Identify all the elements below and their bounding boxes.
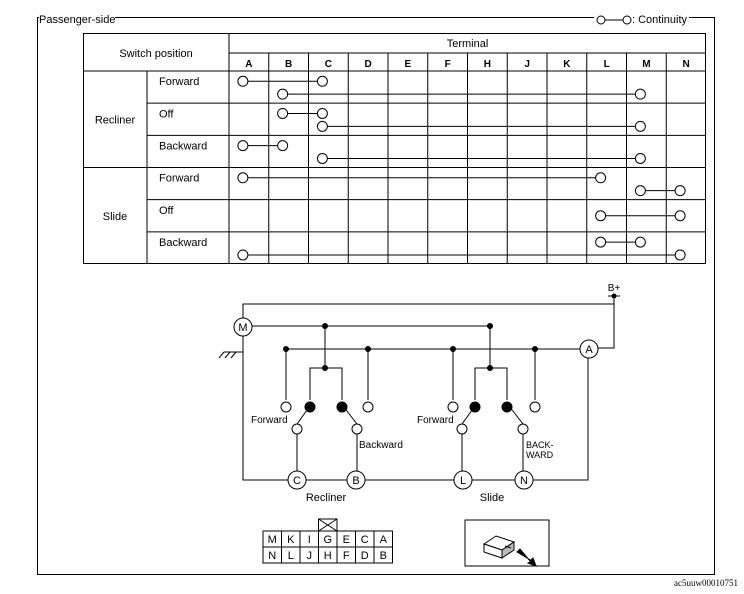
switch-position-label: Backward <box>159 140 207 152</box>
terminal-column-header: E <box>405 59 412 70</box>
connector-key-icon <box>318 518 338 532</box>
terminal-n-label: N <box>520 475 528 487</box>
terminal-m-icon <box>233 317 253 337</box>
switch-position-label: Off <box>159 205 174 217</box>
terminal-l-label: L <box>460 475 466 487</box>
recliner-forward-label: Forward <box>251 415 288 426</box>
switch-group-label: Slide <box>103 211 127 223</box>
switch-position-label: Off <box>159 108 174 120</box>
terminal-column-header: C <box>325 59 332 70</box>
recliner-label: Recliner <box>306 492 347 504</box>
continuity-point <box>634 152 646 164</box>
terminal-b-label: B <box>352 475 359 487</box>
continuity-point <box>237 140 249 152</box>
connector-pin-label: A <box>380 534 388 546</box>
switch-position-label: Backward <box>159 237 207 249</box>
slide-backward-label-line2: WARD <box>526 450 554 460</box>
terminal-column-header: J <box>524 59 530 70</box>
continuity-point <box>634 120 646 132</box>
battery-label: B+ <box>608 283 621 294</box>
connector-pin-label: E <box>343 534 350 546</box>
switch-position-label: Forward <box>159 76 199 88</box>
terminal-c-icon <box>287 470 307 490</box>
connector-pin-label: N <box>268 550 276 562</box>
continuity-point <box>674 185 686 197</box>
terminal-n-icon <box>514 470 534 490</box>
continuity-point <box>316 75 328 87</box>
terminal-column-header: A <box>245 59 252 70</box>
continuity-point <box>277 140 289 152</box>
connector-illustration-icon <box>464 519 550 567</box>
terminal-b-icon <box>346 470 366 490</box>
connector-pin-label: M <box>268 534 277 546</box>
continuity-symbol-icon <box>596 15 632 25</box>
terminal-column-header: B <box>285 59 292 70</box>
continuity-point <box>634 236 646 248</box>
terminal-column-header: K <box>563 59 571 70</box>
slide-forward-label: Forward <box>417 415 454 426</box>
connector-pin-label: J <box>307 550 313 562</box>
continuity-legend: : Continuity <box>594 14 690 27</box>
continuity-point <box>316 107 328 119</box>
continuity-point <box>634 185 646 197</box>
terminal-c-label: C <box>293 475 301 487</box>
terminal-m-label: M <box>238 322 247 334</box>
terminal-a-label: A <box>585 344 593 356</box>
connector-pin-label: L <box>288 550 294 562</box>
continuity-point <box>237 75 249 87</box>
terminal-l-icon <box>453 470 473 490</box>
continuity-point <box>595 210 607 222</box>
connector-pin-label: K <box>287 534 295 546</box>
continuity-point <box>237 172 249 184</box>
legend-label: : Continuity <box>632 14 688 26</box>
page-title: Passenger-side <box>39 14 116 26</box>
connector-pin-label: I <box>308 534 311 546</box>
slide-backward-label-line1: BACK- <box>526 440 554 450</box>
continuity-point <box>634 88 646 100</box>
connector-pin-label: G <box>323 534 332 546</box>
terminal-column-header: D <box>365 59 372 70</box>
continuity-point <box>674 249 686 261</box>
switch-position-label: Forward <box>159 173 199 185</box>
continuity-point <box>595 172 607 184</box>
terminal-header: Terminal <box>447 38 489 50</box>
continuity-point <box>595 236 607 248</box>
diagram-frame <box>37 17 715 575</box>
connector-pin-label: F <box>343 550 350 562</box>
recliner-backward-label: Backward <box>359 440 403 451</box>
continuity-point <box>277 88 289 100</box>
continuity-point <box>277 107 289 119</box>
continuity-point <box>237 249 249 261</box>
connector-pin-label: B <box>380 550 387 562</box>
terminal-column-header: N <box>683 59 690 70</box>
continuity-point <box>316 152 328 164</box>
table-border <box>83 33 706 264</box>
terminal-column-header: L <box>604 59 610 70</box>
switch-position-header: Switch position <box>119 48 192 60</box>
terminal-a-icon <box>579 339 599 359</box>
continuity-point <box>674 210 686 222</box>
connector-pin-label: C <box>361 534 369 546</box>
continuity-point <box>316 120 328 132</box>
switch-group-label: Recliner <box>95 114 136 126</box>
slide-label: Slide <box>480 492 504 504</box>
connector-pin-label: D <box>361 550 369 562</box>
connector-pin-label: H <box>324 550 332 562</box>
terminal-column-header: M <box>642 59 650 70</box>
terminal-column-header: F <box>445 59 451 70</box>
terminal-column-header: H <box>484 59 491 70</box>
figure-code: ac5uuw00010751 <box>674 578 738 588</box>
